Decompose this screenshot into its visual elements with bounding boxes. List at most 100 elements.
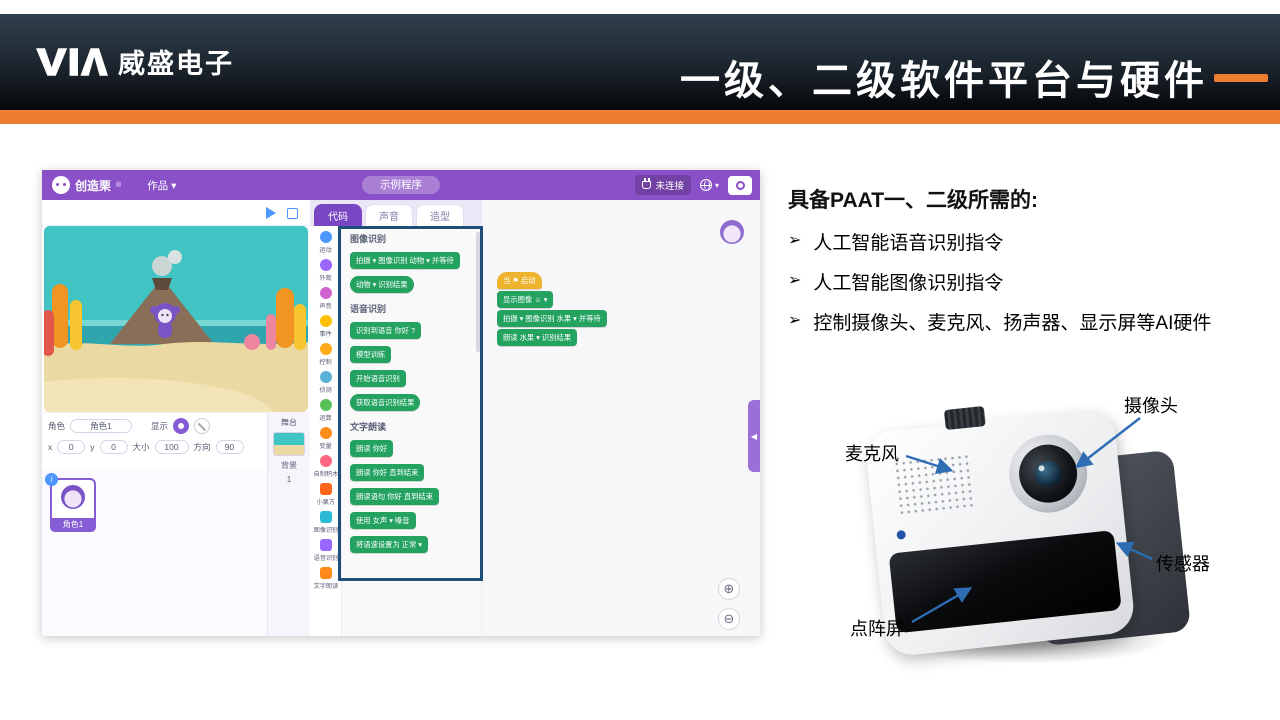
collapse-panel-handle[interactable]: ◀ bbox=[748, 400, 760, 472]
play-button[interactable] bbox=[266, 207, 276, 219]
tab-costumes[interactable]: 造型 bbox=[416, 204, 464, 226]
script-hat-block[interactable]: 当 ⚑ 启动 bbox=[497, 272, 542, 289]
bullet-list: ➢ 人工智能语音识别指令 ➢ 人工智能图像识别指令 ➢ 控制摄像头、麦克风、扬声… bbox=[788, 228, 1211, 348]
bullet-item: ➢ 控制摄像头、麦克风、扬声器、显示屏等AI硬件 bbox=[788, 308, 1211, 348]
camera-tool-button[interactable] bbox=[728, 176, 752, 195]
category-my-blocks[interactable]: 自制积木 bbox=[310, 453, 341, 481]
app-logo[interactable]: 创造栗 ® bbox=[52, 176, 121, 194]
category-operators[interactable]: 运算 bbox=[310, 397, 341, 425]
language-selector[interactable]: ▾ bbox=[700, 179, 719, 191]
category-color-dot bbox=[320, 399, 332, 411]
sprite-label: 角色 bbox=[48, 420, 65, 432]
category-image-recognition[interactable]: 图像识别 bbox=[310, 509, 341, 537]
zoom-in-button[interactable]: ⊕ bbox=[718, 578, 740, 600]
header-bar: 威盛电子 一级、二级软件平台与硬件 bbox=[0, 14, 1280, 110]
category-extension-icon bbox=[320, 483, 332, 495]
category-color-dot bbox=[320, 427, 332, 439]
sprite-card-name: 角色1 bbox=[50, 518, 96, 532]
category-sensing[interactable]: 侦测 bbox=[310, 369, 341, 397]
label-dot-matrix: 点阵屏 bbox=[850, 615, 904, 641]
y-input[interactable] bbox=[100, 440, 128, 454]
category-color-dot bbox=[320, 287, 332, 299]
y-label: y bbox=[90, 442, 94, 452]
accent-stripe bbox=[0, 110, 1280, 124]
sprite-info-badge[interactable]: i bbox=[45, 473, 58, 486]
category-variables[interactable]: 变量 bbox=[310, 425, 341, 453]
ide-menubar: 创造栗 ® 作品 ▾ 示例程序 未连接 ▾ bbox=[42, 170, 760, 200]
category-label: 语音识别 bbox=[313, 552, 338, 562]
category-events[interactable]: 事件 bbox=[310, 313, 341, 341]
category-label: 事件 bbox=[319, 328, 331, 338]
script-block[interactable]: 朗读 水果 ▾ 识别结果 bbox=[497, 329, 577, 346]
category-xiaolifang[interactable]: 小栗方 bbox=[310, 481, 341, 509]
collapse-arrow-icon: ◀ bbox=[751, 432, 757, 441]
category-extension-icon bbox=[320, 567, 332, 579]
stage-toolbar bbox=[42, 200, 310, 226]
tab-code[interactable]: 代码 bbox=[314, 204, 362, 226]
x-label: x bbox=[48, 442, 52, 452]
size-input[interactable] bbox=[155, 440, 189, 454]
label-microphone: 麦克风 bbox=[845, 440, 899, 466]
script-area: 当 ⚑ 启动 显示图像 ☺ ▾ 拍摄 ▾ 图像识别 水果 ▾ 并等待 朗读 水果… bbox=[482, 200, 760, 636]
fullscreen-button[interactable] bbox=[287, 208, 298, 219]
category-label: 文字朗读 bbox=[313, 580, 338, 590]
backdrop-count: 1 bbox=[287, 475, 291, 484]
category-motion[interactable]: 运动 bbox=[310, 229, 341, 257]
menu-project[interactable]: 作品 ▾ bbox=[147, 178, 176, 193]
bullet-arrow-icon: ➢ bbox=[788, 228, 801, 250]
camera-lens-pupil bbox=[1034, 459, 1063, 488]
category-color-dot bbox=[320, 231, 332, 243]
brand-logo: 威盛电子 bbox=[36, 42, 234, 81]
category-speech-recognition[interactable]: 语音识别 bbox=[310, 537, 341, 565]
category-label: 图像识别 bbox=[313, 524, 338, 534]
category-label: 变量 bbox=[319, 440, 331, 450]
plug-icon bbox=[642, 181, 651, 189]
script-block[interactable]: 拍摄 ▾ 图像识别 水果 ▾ 并等待 bbox=[497, 310, 607, 327]
category-label: 运动 bbox=[319, 244, 331, 254]
bullet-text: 人工智能语音识别指令 bbox=[813, 228, 1003, 255]
zoom-out-button[interactable]: ⊖ bbox=[718, 608, 740, 630]
registered-mark: ® bbox=[116, 182, 121, 189]
backdrop-thumbnail[interactable] bbox=[273, 432, 305, 456]
camera-lens-inner bbox=[1016, 442, 1080, 506]
direction-label: 方向 bbox=[194, 441, 211, 453]
category-label: 外观 bbox=[319, 272, 331, 282]
connection-status-chip[interactable]: 未连接 bbox=[635, 175, 691, 195]
category-color-dot bbox=[320, 315, 332, 327]
label-camera: 摄像头 bbox=[1124, 392, 1178, 418]
chestnut-logo-icon bbox=[52, 176, 70, 194]
show-sprite-button[interactable] bbox=[173, 418, 189, 434]
bullet-item: ➢ 人工智能语音识别指令 bbox=[788, 228, 1211, 268]
backdrop-label: 背景 bbox=[281, 460, 297, 471]
page-title: 一级、二级软件平台与硬件 bbox=[680, 48, 1208, 106]
category-text-reading[interactable]: 文字朗读 bbox=[310, 565, 341, 593]
ai-device-image bbox=[860, 385, 1205, 680]
category-label: 小栗方 bbox=[316, 496, 335, 506]
project-name-pill[interactable]: 示例程序 bbox=[362, 176, 440, 194]
category-sound[interactable]: 声音 bbox=[310, 285, 341, 313]
palette-highlight-box bbox=[338, 226, 483, 581]
sprite-name-input[interactable] bbox=[70, 419, 132, 433]
category-extension-icon bbox=[320, 539, 332, 551]
sprite-info-panel: 角色 显示 x y 大小 方向 bbox=[42, 412, 267, 470]
hide-sprite-button[interactable] bbox=[194, 418, 210, 434]
category-color-dot bbox=[320, 455, 332, 467]
stage-scene bbox=[44, 226, 308, 412]
x-input[interactable] bbox=[57, 440, 85, 454]
bullet-text: 控制摄像头、麦克风、扬声器、显示屏等AI硬件 bbox=[813, 308, 1211, 335]
sprite-watermark bbox=[720, 220, 744, 244]
via-logo-icon bbox=[36, 48, 108, 76]
sprite-card[interactable]: i 角色1 bbox=[50, 478, 96, 532]
tab-sounds[interactable]: 声音 bbox=[365, 204, 413, 226]
stage-preview bbox=[44, 226, 308, 412]
category-control[interactable]: 控制 bbox=[310, 341, 341, 369]
category-looks[interactable]: 外观 bbox=[310, 257, 341, 285]
sprite-list: i 角色1 bbox=[42, 470, 267, 636]
script-block[interactable]: 显示图像 ☺ ▾ bbox=[497, 291, 553, 308]
direction-input[interactable] bbox=[216, 440, 244, 454]
dot-matrix-screen bbox=[889, 530, 1122, 633]
app-name: 创造栗 bbox=[75, 177, 111, 194]
chevron-down-icon: ▾ bbox=[715, 181, 719, 190]
camera-icon bbox=[736, 181, 745, 190]
category-label: 运算 bbox=[319, 412, 331, 422]
